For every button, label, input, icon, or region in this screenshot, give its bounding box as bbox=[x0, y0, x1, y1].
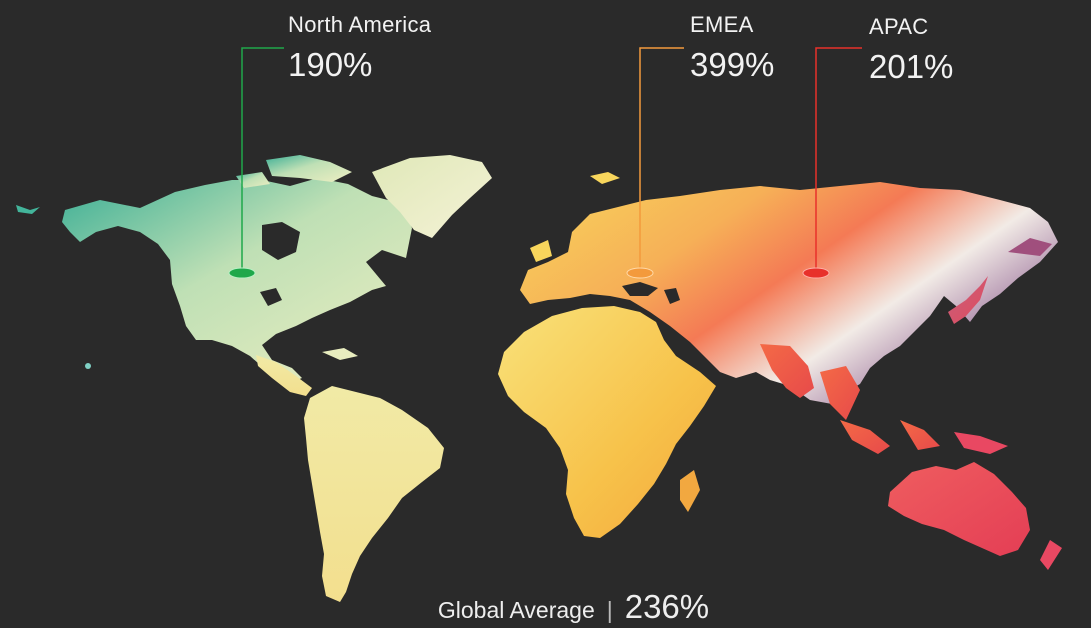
region-value: 201% bbox=[869, 48, 954, 85]
region-label-north-america: North America 190% bbox=[288, 12, 432, 83]
callout-emea bbox=[626, 47, 684, 279]
marker-emea[interactable] bbox=[626, 267, 654, 279]
continent-south-america bbox=[304, 386, 444, 602]
continent-eurasia bbox=[520, 172, 1058, 454]
continent-africa bbox=[498, 306, 716, 538]
region-name: North America bbox=[288, 12, 432, 37]
region-value: 399% bbox=[690, 46, 775, 83]
marker-north-america[interactable] bbox=[228, 267, 256, 279]
continent-north-america bbox=[16, 155, 492, 396]
callout-apac bbox=[802, 47, 862, 279]
global-average: Global Average | 236% bbox=[0, 588, 1091, 626]
region-label-apac: APAC 201% bbox=[869, 14, 954, 85]
global-average-label: Global Average bbox=[437, 597, 595, 623]
islands-japan bbox=[948, 238, 1052, 324]
region-name: APAC bbox=[869, 14, 929, 39]
marker-apac[interactable] bbox=[802, 267, 830, 279]
global-average-value: 236% bbox=[624, 588, 710, 625]
region-value: 190% bbox=[288, 46, 373, 83]
callout-north-america bbox=[228, 47, 284, 279]
global-average-separator: | bbox=[606, 597, 613, 623]
continent-australia bbox=[888, 432, 1062, 570]
region-name: EMEA bbox=[690, 12, 754, 37]
region-label-emea: EMEA 399% bbox=[690, 12, 775, 83]
